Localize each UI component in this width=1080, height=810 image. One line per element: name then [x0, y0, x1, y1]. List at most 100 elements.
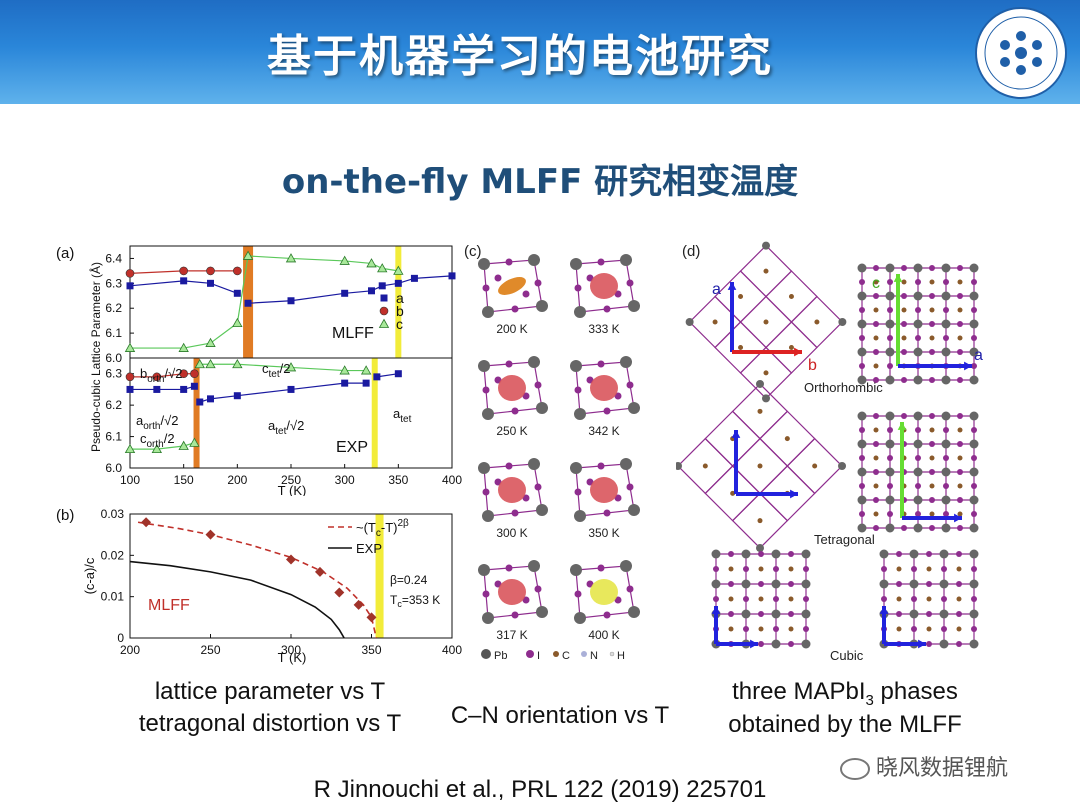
i-atom-icon	[788, 641, 794, 647]
axis-a2-arrow-head	[964, 361, 972, 371]
i-atom-icon	[743, 566, 749, 572]
i-atom-icon	[873, 497, 879, 503]
i-atom-icon	[713, 596, 719, 602]
i-atom-icon	[873, 349, 879, 355]
pb-atom-icon	[909, 609, 919, 619]
tetragonal-side-view	[676, 379, 847, 553]
c-atom-icon	[814, 319, 820, 325]
i-atom-icon	[971, 307, 977, 313]
temperature-label: 333 K	[588, 322, 619, 336]
pb-atom-icon	[913, 291, 923, 301]
panel-b-ylabel: (c-a)/c	[82, 557, 97, 594]
pb-atom-icon	[941, 467, 951, 477]
pb-atom-icon	[969, 467, 979, 477]
cn-orientation-blob	[590, 273, 618, 299]
caption-middle: C–N orientation vs T	[450, 702, 670, 729]
cn-orientation-blob	[498, 375, 526, 401]
tetragonal-top-view	[857, 411, 979, 533]
pb-atom-icon	[741, 549, 751, 559]
pb-atom-icon	[857, 467, 867, 477]
pb-atom-icon	[528, 356, 540, 368]
mlff-distortion-point	[334, 587, 345, 598]
i-atom-icon	[603, 305, 611, 313]
exp-point	[373, 373, 381, 381]
i-atom-icon	[929, 497, 935, 503]
cn-orientation-blob	[498, 277, 526, 295]
pb-atom-icon	[574, 306, 586, 318]
i-atom-icon	[971, 566, 977, 572]
exp-point	[190, 369, 199, 379]
mlff-legend-label-a: a	[396, 290, 404, 306]
i-atom-icon	[956, 611, 962, 617]
i-atom-icon	[873, 441, 879, 447]
beta-label: β=0.24	[390, 573, 428, 587]
i-atom-icon	[929, 469, 935, 475]
i-atom-icon	[534, 483, 542, 491]
exp-label-a-orth: aorth/√2	[136, 413, 178, 432]
i-atom-icon	[482, 386, 490, 394]
axis-c-label: c	[872, 275, 880, 292]
i-atom-icon	[915, 455, 921, 461]
pb-atom-icon	[528, 560, 540, 572]
pb-atom-icon	[536, 300, 548, 312]
i-atom-icon	[943, 427, 949, 433]
i-atom-icon	[482, 590, 490, 598]
i-atom-icon	[887, 307, 893, 313]
exp-point	[180, 385, 188, 393]
c-atom-icon	[873, 483, 879, 489]
structure-cell	[478, 356, 548, 420]
i-atom-icon	[901, 525, 907, 531]
c-atom-icon	[812, 463, 818, 469]
i-atom-icon	[915, 307, 921, 313]
i-atom-icon	[971, 596, 977, 602]
i-atom-icon	[957, 293, 963, 299]
i-atom-icon	[943, 511, 949, 517]
exp-orth-tet-band	[193, 358, 200, 468]
i-atom-icon	[926, 611, 932, 617]
pb-atom-icon	[478, 462, 490, 474]
i-atom-icon	[873, 413, 879, 419]
c-atom-icon	[956, 626, 962, 632]
c-atom-icon	[896, 566, 902, 572]
legend-n: N	[590, 650, 598, 662]
exp-ytick-label: 6.2	[105, 398, 122, 412]
c-atom-icon	[929, 511, 935, 517]
c-atom-icon	[728, 626, 734, 632]
i-atom-icon	[957, 441, 963, 447]
structure-cell	[478, 458, 548, 522]
i-atom-icon	[926, 641, 932, 647]
caption-right-line1: three MAPbI	[732, 678, 866, 705]
i-atom-icon	[911, 596, 917, 602]
exp-xtick-label: 150	[174, 473, 194, 487]
pb-atom-icon	[941, 263, 951, 273]
mlff-legend-marker-b	[379, 306, 389, 316]
orthorhombic-top-view	[857, 263, 979, 385]
legend-i: I	[537, 650, 540, 662]
i-atom-icon	[971, 483, 977, 489]
exp-xtick-label: 100	[120, 473, 140, 487]
c-atom-icon	[929, 483, 935, 489]
pb-atom-icon	[969, 439, 979, 449]
i-atom-icon	[887, 335, 893, 341]
pb-atom-icon	[969, 375, 979, 385]
panel-d-label: (d)	[682, 243, 700, 260]
pb-atom-icon	[941, 347, 951, 357]
pb-atom-icon	[482, 306, 494, 318]
pb-atom-icon	[762, 394, 770, 403]
mlff-point-b	[125, 269, 135, 278]
tetragonal-a-arrow-head	[954, 513, 962, 523]
cubic-a-arrow-head	[711, 606, 721, 614]
axis-a-label: a	[712, 281, 721, 298]
caption-right-line1-tail: phases	[873, 678, 958, 705]
i-atom-icon	[603, 407, 611, 415]
mlff-distortion-point	[141, 517, 152, 528]
i-atom-icon	[788, 611, 794, 617]
pb-atom-icon	[857, 439, 867, 449]
tc-band	[375, 514, 384, 638]
exp-xtick-label: 250	[281, 473, 301, 487]
i-atom-icon	[911, 566, 917, 572]
c-atom-icon	[873, 363, 879, 369]
cubic-d-arrow-head	[918, 639, 926, 649]
pb-atom-icon	[676, 462, 682, 470]
cas-logo-icon	[975, 7, 1067, 99]
